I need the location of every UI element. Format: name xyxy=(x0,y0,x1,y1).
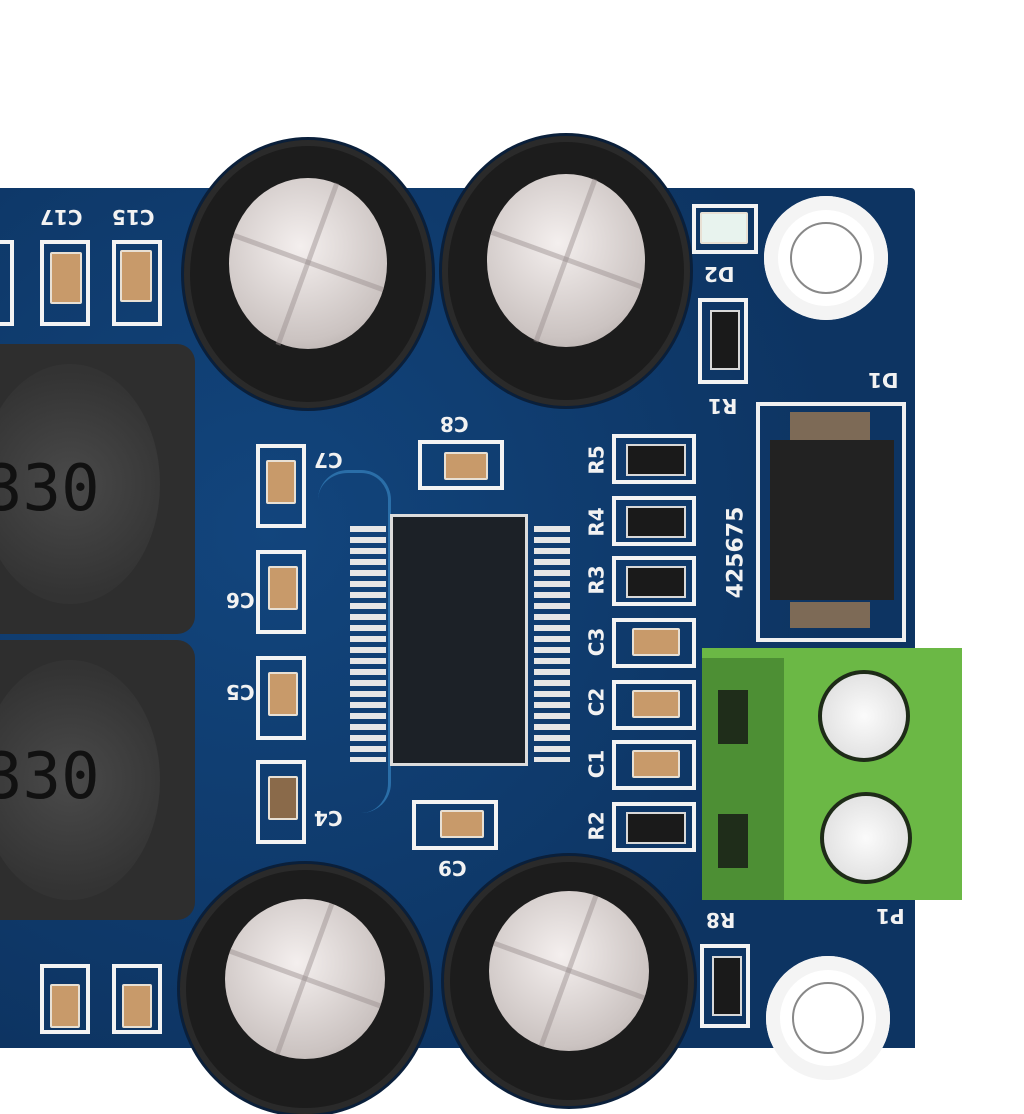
smd-c1 xyxy=(632,750,680,778)
resistor-r5 xyxy=(626,444,686,476)
pad-c7 xyxy=(256,444,306,528)
resistor-r4 xyxy=(626,506,686,538)
amplifier-ic xyxy=(390,514,528,766)
inductor-top-label: 330 xyxy=(0,452,100,526)
label-c9: C9 xyxy=(438,856,467,880)
smd-c8 xyxy=(444,452,488,480)
mounting-hole-top xyxy=(764,196,888,320)
pad-c2 xyxy=(612,680,696,730)
label-c7: C7 xyxy=(314,448,343,472)
label-c1: C1 xyxy=(584,749,609,779)
resistor-r2 xyxy=(626,812,686,844)
pad-c6 xyxy=(256,550,306,634)
smd-c4 xyxy=(268,776,298,820)
electrolytic-capacitor-2 xyxy=(442,136,690,406)
pad-c3 xyxy=(612,618,696,668)
label-r4: R4 xyxy=(584,507,609,537)
smd-c17 xyxy=(50,252,82,304)
pad-c1 xyxy=(612,740,696,790)
electrolytic-capacitor-4 xyxy=(444,856,694,1106)
label-p1: P1 xyxy=(876,904,905,928)
inductor-bottom-label: 330 xyxy=(0,740,100,814)
label-c15: C15 xyxy=(112,205,155,229)
trace xyxy=(318,470,391,813)
smd-c9 xyxy=(440,810,484,838)
label-c17: C17 xyxy=(40,205,83,229)
ic-pins-right xyxy=(534,526,570,762)
pad-r4 xyxy=(612,496,696,546)
smd-c7 xyxy=(266,460,296,504)
smd-c3 xyxy=(632,628,680,656)
resistor-r3 xyxy=(626,566,686,598)
pad-r5 xyxy=(612,434,696,484)
pad-r2 xyxy=(612,802,696,852)
label-c3: C3 xyxy=(584,627,609,657)
screw-terminal-p1[interactable] xyxy=(702,648,962,900)
inductor-bottom: 330 xyxy=(0,640,195,920)
electrolytic-capacitor-1 xyxy=(184,140,432,408)
pad-r1 xyxy=(698,298,748,384)
resistor-r8 xyxy=(712,956,742,1016)
label-d1: D1 xyxy=(868,368,899,392)
pad-c15 xyxy=(112,240,162,326)
pad-c5 xyxy=(256,656,306,740)
smd-c6 xyxy=(268,566,298,610)
label-c6: C6 xyxy=(226,588,255,612)
smd-c5 xyxy=(268,672,298,716)
smd-c2 xyxy=(632,690,680,718)
label-r5: R5 xyxy=(584,445,609,475)
screw-top[interactable] xyxy=(818,670,910,762)
diode-d1 xyxy=(756,402,906,642)
label-r8: R8 xyxy=(706,908,736,932)
ic-pins-left xyxy=(350,526,386,762)
inductor-top: 330 xyxy=(0,344,195,634)
pad-c9 xyxy=(412,800,498,850)
smd-bottom-1 xyxy=(50,984,80,1028)
label-r3: R3 xyxy=(584,565,609,595)
smd-bottom-2 xyxy=(122,984,152,1028)
label-c8: C8 xyxy=(440,412,469,436)
pad-c4 xyxy=(256,760,306,844)
electrolytic-capacitor-3 xyxy=(180,864,430,1114)
smd-c15 xyxy=(120,250,152,302)
label-r2: R2 xyxy=(584,811,609,841)
pad-edge xyxy=(0,240,14,326)
label-c5: C5 xyxy=(226,680,255,704)
pad-r3 xyxy=(612,556,696,606)
led-d2 xyxy=(700,212,748,244)
resistor-r1 xyxy=(710,310,740,370)
screw-bottom[interactable] xyxy=(820,792,912,884)
label-r1: R1 xyxy=(708,394,738,418)
serial-number: 425675 xyxy=(723,506,749,599)
pad-c8 xyxy=(418,440,504,490)
pad-d2 xyxy=(692,204,758,254)
mounting-hole-bottom xyxy=(766,956,890,1080)
pad-c17 xyxy=(40,240,90,326)
label-c2: C2 xyxy=(584,687,609,717)
label-d2: D2 xyxy=(704,262,735,286)
